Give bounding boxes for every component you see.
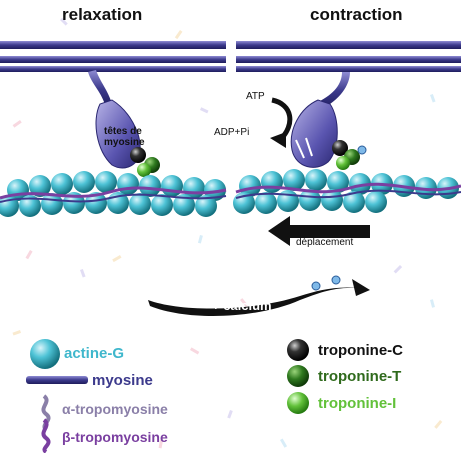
calcium-ion-2 — [331, 275, 341, 285]
legend-myosin-icon — [26, 376, 88, 384]
myosin-heads-label: têtes de myosine — [104, 126, 145, 148]
legend-actin-icon — [30, 339, 60, 369]
legend-actin-label: actine-G — [64, 345, 125, 362]
tropomyosin-strand-left-2 — [0, 193, 227, 203]
legend-myosin-label: myosine — [92, 372, 153, 389]
calcium-ion-right — [357, 145, 367, 155]
legend-troponin-t-icon — [287, 365, 309, 387]
background-confetti — [12, 17, 443, 449]
myosin-head-highlight — [295, 137, 313, 159]
actin-filament-right — [233, 169, 459, 214]
legend-alpha-tropomyosin-label: α-tropomyosine — [62, 401, 168, 417]
legend-troponin-i-label: troponine-I — [318, 395, 397, 412]
adp-label: ADP+Pi — [214, 127, 250, 138]
thick-filament-left — [0, 41, 226, 72]
troponin-i-left — [137, 163, 151, 177]
panel-divider — [227, 28, 235, 223]
legend-troponin-i-icon — [287, 392, 309, 414]
displacement-arrow — [268, 216, 370, 246]
myosin-neck-left — [88, 70, 112, 108]
atp-label: ATP — [246, 91, 265, 102]
legend-beta-tropomyosin-label: β-tropomyosine — [62, 429, 168, 445]
myosin-head-right — [290, 99, 338, 168]
tropomyosin-strand-right-2 — [235, 189, 461, 199]
right-panel-artwork — [233, 41, 461, 246]
contraction-title: contraction — [310, 5, 403, 24]
calcium-swoosh — [148, 275, 372, 317]
tropomyosin-strand-left — [0, 186, 227, 200]
displacement-label: déplacement — [296, 237, 354, 248]
tropomyosin-strand-right — [235, 182, 461, 194]
legend-beta-tropomyosin-icon — [41, 418, 51, 453]
calcium-ion-1 — [311, 281, 321, 291]
troponin-c-left — [130, 147, 146, 163]
myosin-head-left — [95, 99, 141, 169]
troponin-c-right — [332, 140, 348, 156]
left-panel-artwork — [0, 41, 227, 217]
calcium-label: + calcium — [212, 298, 272, 313]
atp-arrowhead — [270, 132, 286, 148]
legend-troponin-c-icon — [287, 339, 309, 361]
legend-troponin-t-label: troponine-T — [318, 368, 402, 385]
myosin-neck-right — [318, 72, 350, 110]
troponin-i-right — [336, 156, 350, 170]
relaxation-title: relaxation — [62, 5, 143, 24]
legend-icons — [26, 339, 309, 453]
thick-filament-right — [236, 41, 461, 72]
legend-troponin-c-label: troponine-C — [318, 342, 403, 359]
